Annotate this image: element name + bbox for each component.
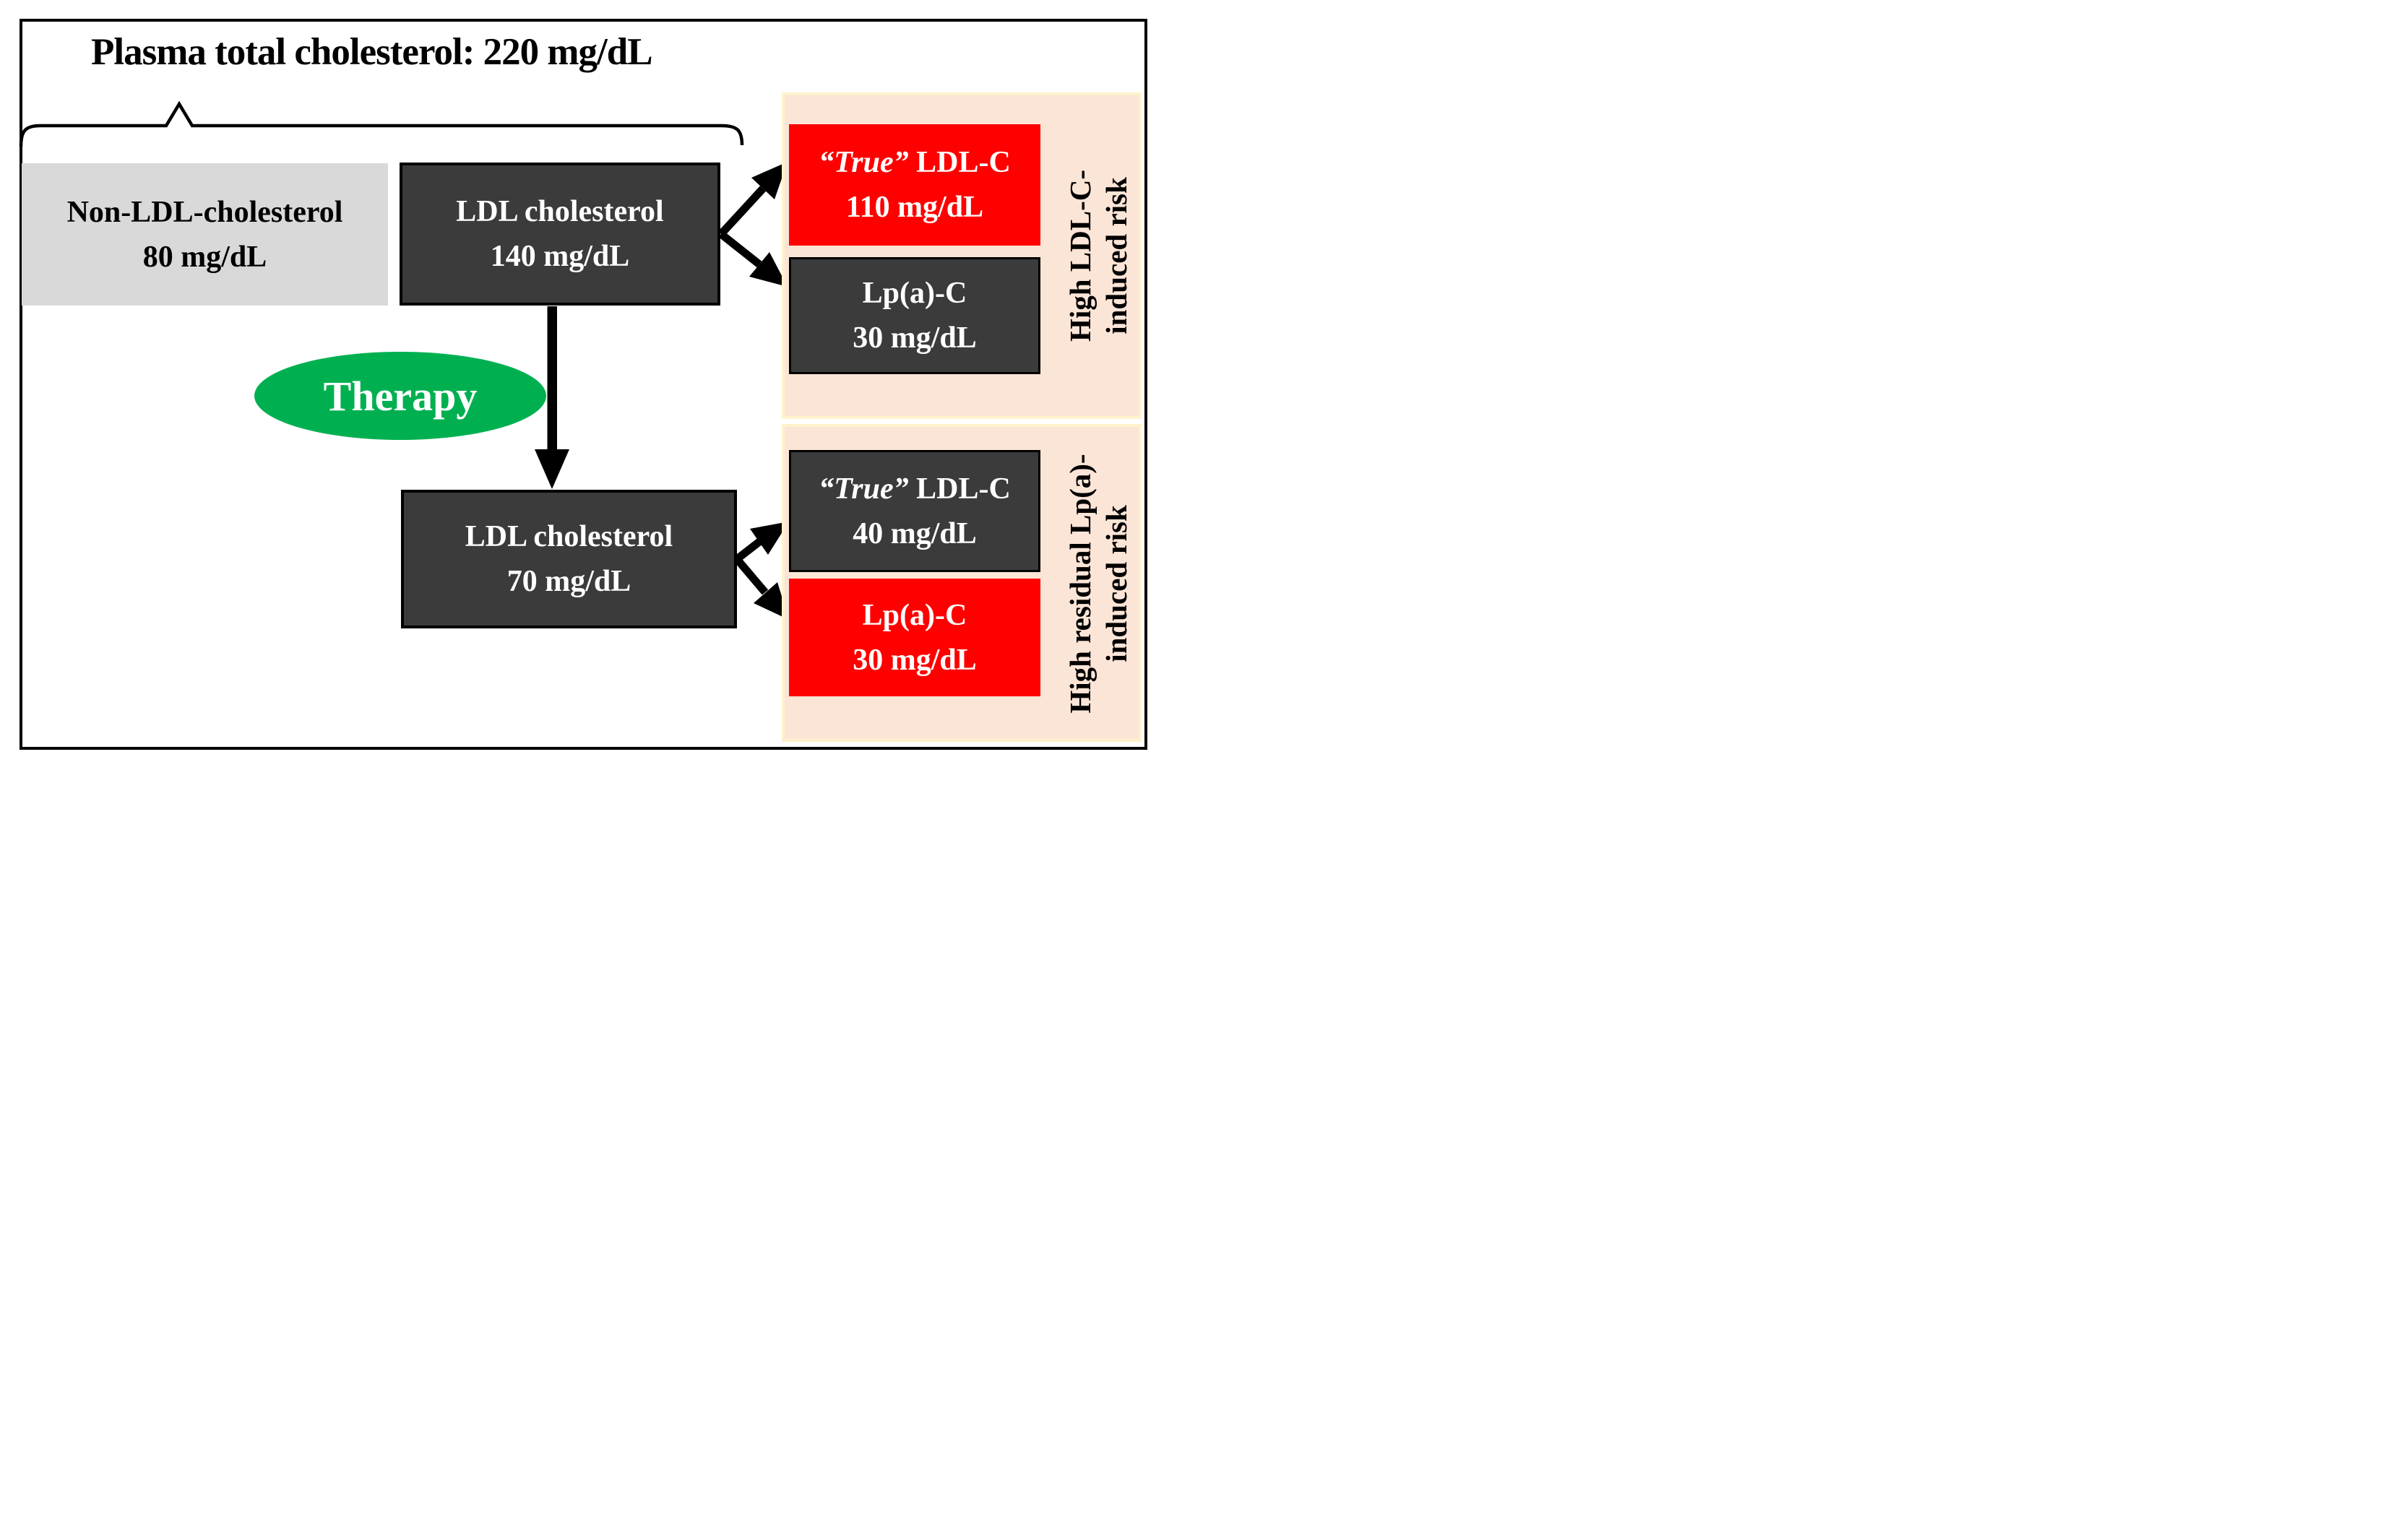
cholesterol-diagram: Plasma total cholesterol: 220 mg/dL: [0, 0, 1192, 770]
figure-border: [20, 19, 1147, 750]
ldl-after-line1: LDL cholesterol: [465, 520, 673, 553]
ldl-before-line1: LDL cholesterol: [456, 195, 664, 228]
lpa-before-line1: Lp(a)-C: [862, 277, 967, 310]
true-ldl-after-italic: “True”: [819, 472, 909, 506]
true-ldl-after-box: “True” LDL-C 40 mg/dL: [789, 450, 1040, 572]
lpa-before-box: Lp(a)-C 30 mg/dL: [789, 257, 1040, 374]
ldl-cholesterol-before-box: LDL cholesterol 140 mg/dL: [400, 163, 720, 306]
high-lpa-risk-label: High residual Lp(a)- induced risk: [1055, 425, 1142, 743]
high-lpa-risk-label-line2: induced risk: [1100, 505, 1133, 662]
page-title: Plasma total cholesterol: 220 mg/dL: [91, 31, 653, 73]
high-ldl-risk-label-line1: High LDL-C-: [1064, 169, 1097, 342]
lpa-before-value: 30 mg/dL: [853, 321, 977, 355]
ldl-cholesterol-after-box: LDL cholesterol 70 mg/dL: [401, 490, 737, 628]
true-ldl-before-value: 110 mg/dL: [845, 191, 984, 224]
non-ldl-value: 80 mg/dL: [142, 240, 267, 274]
lpa-after-box: Lp(a)-C 30 mg/dL: [789, 579, 1040, 696]
high-ldl-risk-label: High LDL-C- induced risk: [1055, 97, 1142, 415]
true-ldl-after-line1: “True” LDL-C: [819, 467, 1011, 511]
true-ldl-before-rest: LDL-C: [908, 146, 1011, 179]
true-ldl-before-box: “True” LDL-C 110 mg/dL: [789, 124, 1040, 246]
ldl-after-value: 70 mg/dL: [506, 565, 631, 598]
high-ldl-risk-label-line2: induced risk: [1100, 177, 1133, 334]
true-ldl-before-italic: “True”: [819, 146, 909, 179]
high-lpa-risk-label-line1: High residual Lp(a)-: [1064, 454, 1097, 714]
true-ldl-after-rest: LDL-C: [908, 472, 1011, 506]
ldl-before-value: 140 mg/dL: [490, 240, 630, 273]
true-ldl-before-line1: “True” LDL-C: [819, 140, 1011, 185]
non-ldl-line1: Non-LDL-cholesterol: [66, 195, 343, 229]
true-ldl-after-value: 40 mg/dL: [853, 516, 977, 550]
lpa-after-value: 30 mg/dL: [853, 643, 977, 677]
therapy-label: Therapy: [323, 372, 478, 420]
therapy-ellipse: Therapy: [254, 352, 546, 440]
non-ldl-cholesterol-box: Non-LDL-cholesterol 80 mg/dL: [22, 163, 388, 306]
lpa-after-line1: Lp(a)-C: [862, 598, 967, 632]
